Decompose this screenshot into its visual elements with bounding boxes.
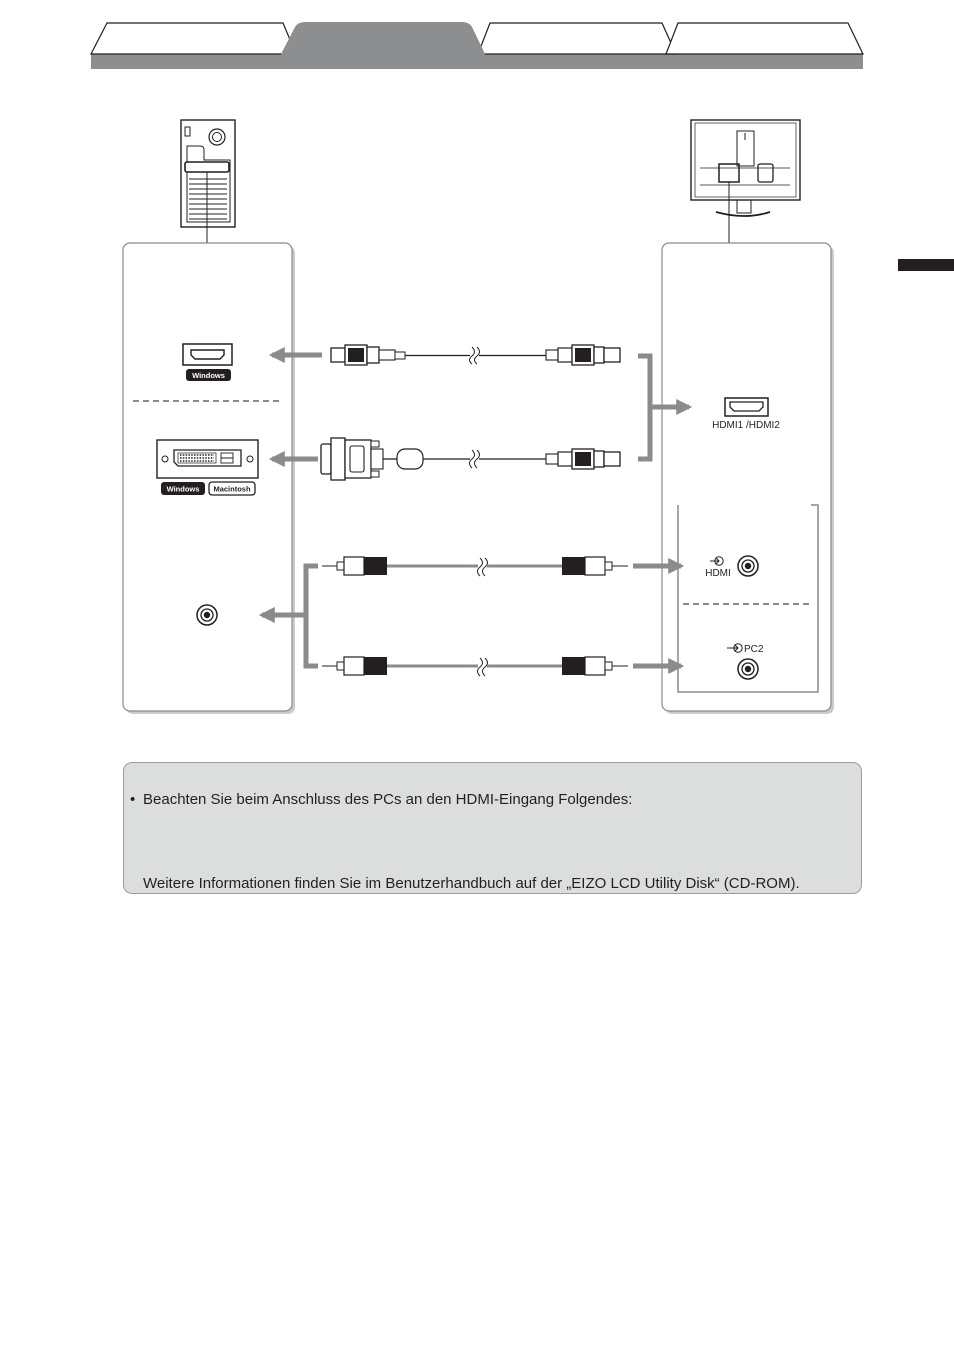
- hdmi-cable-icon: [330, 344, 621, 366]
- dvi-hdmi-cable-icon: [320, 437, 621, 481]
- bracket-hdmi-cables: [638, 353, 653, 462]
- audio-pc2-label: PC2: [744, 644, 764, 655]
- audio-input-icon-pc2: [727, 643, 743, 653]
- monitor-rear-icon: [690, 119, 801, 244]
- hdmi-port-icon: [182, 343, 233, 366]
- hdmi-port-icon-monitor: [724, 397, 769, 417]
- section-marker: [898, 259, 954, 271]
- note-line-2: Weitere Informationen finden Sie im Benu…: [143, 875, 800, 892]
- audio-hdmi-label: HDMI: [705, 568, 731, 579]
- tab-4[interactable]: [665, 22, 864, 55]
- windows-badge-dvi-text: Windows: [167, 485, 200, 494]
- windows-badge-hdmi-text: Windows: [192, 371, 225, 380]
- windows-badge-hdmi: Windows: [186, 369, 231, 381]
- audio-jack-icon: [196, 604, 218, 626]
- macintosh-badge-dvi-text: Macintosh: [213, 485, 251, 494]
- note-line-1: • Beachten Sie beim Anschluss des PCs an …: [130, 791, 632, 808]
- note-box: • Beachten Sie beim Anschluss des PCs an …: [123, 762, 862, 894]
- tab-bar: [90, 22, 864, 69]
- tab-2-active[interactable]: [280, 22, 486, 56]
- macintosh-badge-dvi: Macintosh: [208, 481, 256, 496]
- tab-3[interactable]: [477, 22, 677, 55]
- tab-bar-underline: [91, 54, 863, 69]
- audio-cable-icon-hdmi: [322, 556, 628, 577]
- hdmi-ports-label: HDMI1 /HDMI2: [712, 420, 780, 431]
- audio-input-icon-hdmi: [710, 556, 724, 566]
- note-line-1-text: Beachten Sie beim Anschluss des PCs an d…: [143, 791, 633, 808]
- dvi-port-icon: [156, 439, 259, 479]
- bracket-audio-cables: [303, 563, 318, 669]
- audio-jack-icon-pc2: [737, 658, 759, 680]
- pc-tower-icon: [180, 119, 236, 244]
- tab-1[interactable]: [90, 22, 297, 55]
- windows-badge-dvi: Windows: [161, 482, 205, 495]
- audio-jack-icon-hdmi: [737, 555, 759, 577]
- connection-arrows: [258, 346, 693, 675]
- bullet: •: [130, 791, 136, 808]
- monitor-connector-panel: [661, 242, 834, 714]
- audio-cable-icon-pc2: [322, 656, 628, 677]
